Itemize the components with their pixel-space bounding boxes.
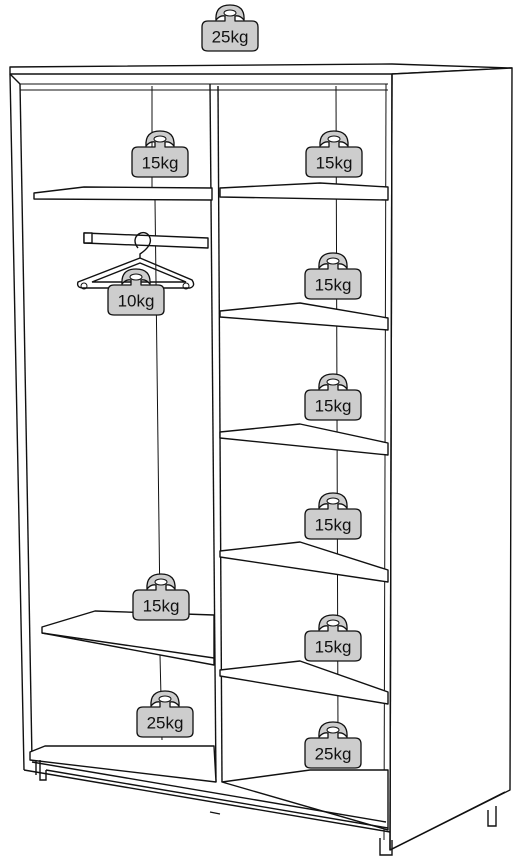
right-compartment xyxy=(219,182,389,831)
weight-handle-hole xyxy=(154,578,168,586)
wardrobe-base xyxy=(23,760,506,856)
hanging-rail xyxy=(83,232,209,249)
weight-icon: 15kg xyxy=(305,130,363,178)
weight-icon: 15kg xyxy=(304,373,362,421)
weight-shape xyxy=(107,268,165,316)
right-shelf-2 xyxy=(219,302,389,331)
weight-icon: 15kg xyxy=(132,573,190,621)
right-bottom-board xyxy=(221,769,389,831)
weight-shape xyxy=(304,721,362,769)
weight-shape xyxy=(136,690,194,738)
right-shelf-4 xyxy=(219,541,389,583)
weight-shape xyxy=(304,373,362,421)
right-shelf-3 xyxy=(219,423,389,456)
weight-handle-hole xyxy=(158,695,172,703)
weight-icon: 15kg xyxy=(304,252,362,300)
weight-label-left-bottom: 25kg xyxy=(147,714,184,733)
weight-handle-hole xyxy=(326,497,340,505)
weight-shape xyxy=(304,252,362,300)
weight-icon: 25kg xyxy=(201,4,259,52)
right-shelf-5 xyxy=(219,660,389,705)
left-compartment xyxy=(29,186,217,783)
weight-icon: 25kg xyxy=(304,721,362,769)
weight-icon: 25kg xyxy=(136,690,194,738)
weight-shape xyxy=(304,492,362,540)
weight-handle-hole xyxy=(129,273,143,281)
weights-layer: 25kg 15kg 10kg 15kg 25kg 15kg 15kg 15kg 15kg 15kg… xyxy=(107,4,363,769)
weight-handle-hole xyxy=(326,726,340,734)
weight-label-hanger: 10kg xyxy=(118,292,155,311)
weight-label-right-bottom: 25kg xyxy=(315,745,352,764)
weight-handle-hole xyxy=(327,135,341,143)
weight-icon: 15kg xyxy=(304,614,362,662)
weight-icon: 15kg xyxy=(304,492,362,540)
weight-label-top: 25kg xyxy=(212,28,249,47)
weight-handle-hole xyxy=(326,378,340,386)
weight-icon: 10kg xyxy=(107,268,165,316)
weight-handle-hole xyxy=(223,9,237,17)
weight-label-right-shelf-2: 15kg xyxy=(315,276,352,295)
weight-shape xyxy=(131,130,189,178)
weight-label-right-shelf-4: 15kg xyxy=(315,516,352,535)
weight-shape xyxy=(201,4,259,52)
weight-label-right-shelf-3: 15kg xyxy=(315,397,352,416)
weight-label-left-shelf-top: 15kg xyxy=(142,154,179,173)
weight-shape xyxy=(304,614,362,662)
left-bottom-board xyxy=(29,745,217,783)
weight-handle-hole xyxy=(326,619,340,627)
weight-handle-hole xyxy=(326,257,340,265)
weight-handle-hole xyxy=(153,135,167,143)
weight-icon: 15kg xyxy=(131,130,189,178)
weight-label-right-shelf-1: 15kg xyxy=(316,154,353,173)
right-side-panel xyxy=(389,67,513,851)
wardrobe-frame xyxy=(9,63,513,851)
left-shelf-top xyxy=(33,186,213,201)
right-shelf-1 xyxy=(219,182,389,201)
weight-label-right-shelf-5: 15kg xyxy=(315,638,352,657)
weight-shape xyxy=(305,130,363,178)
left-shelf-middle xyxy=(41,610,215,666)
weight-label-left-shelf-middle: 15kg xyxy=(143,597,180,616)
weight-shape xyxy=(132,573,190,621)
